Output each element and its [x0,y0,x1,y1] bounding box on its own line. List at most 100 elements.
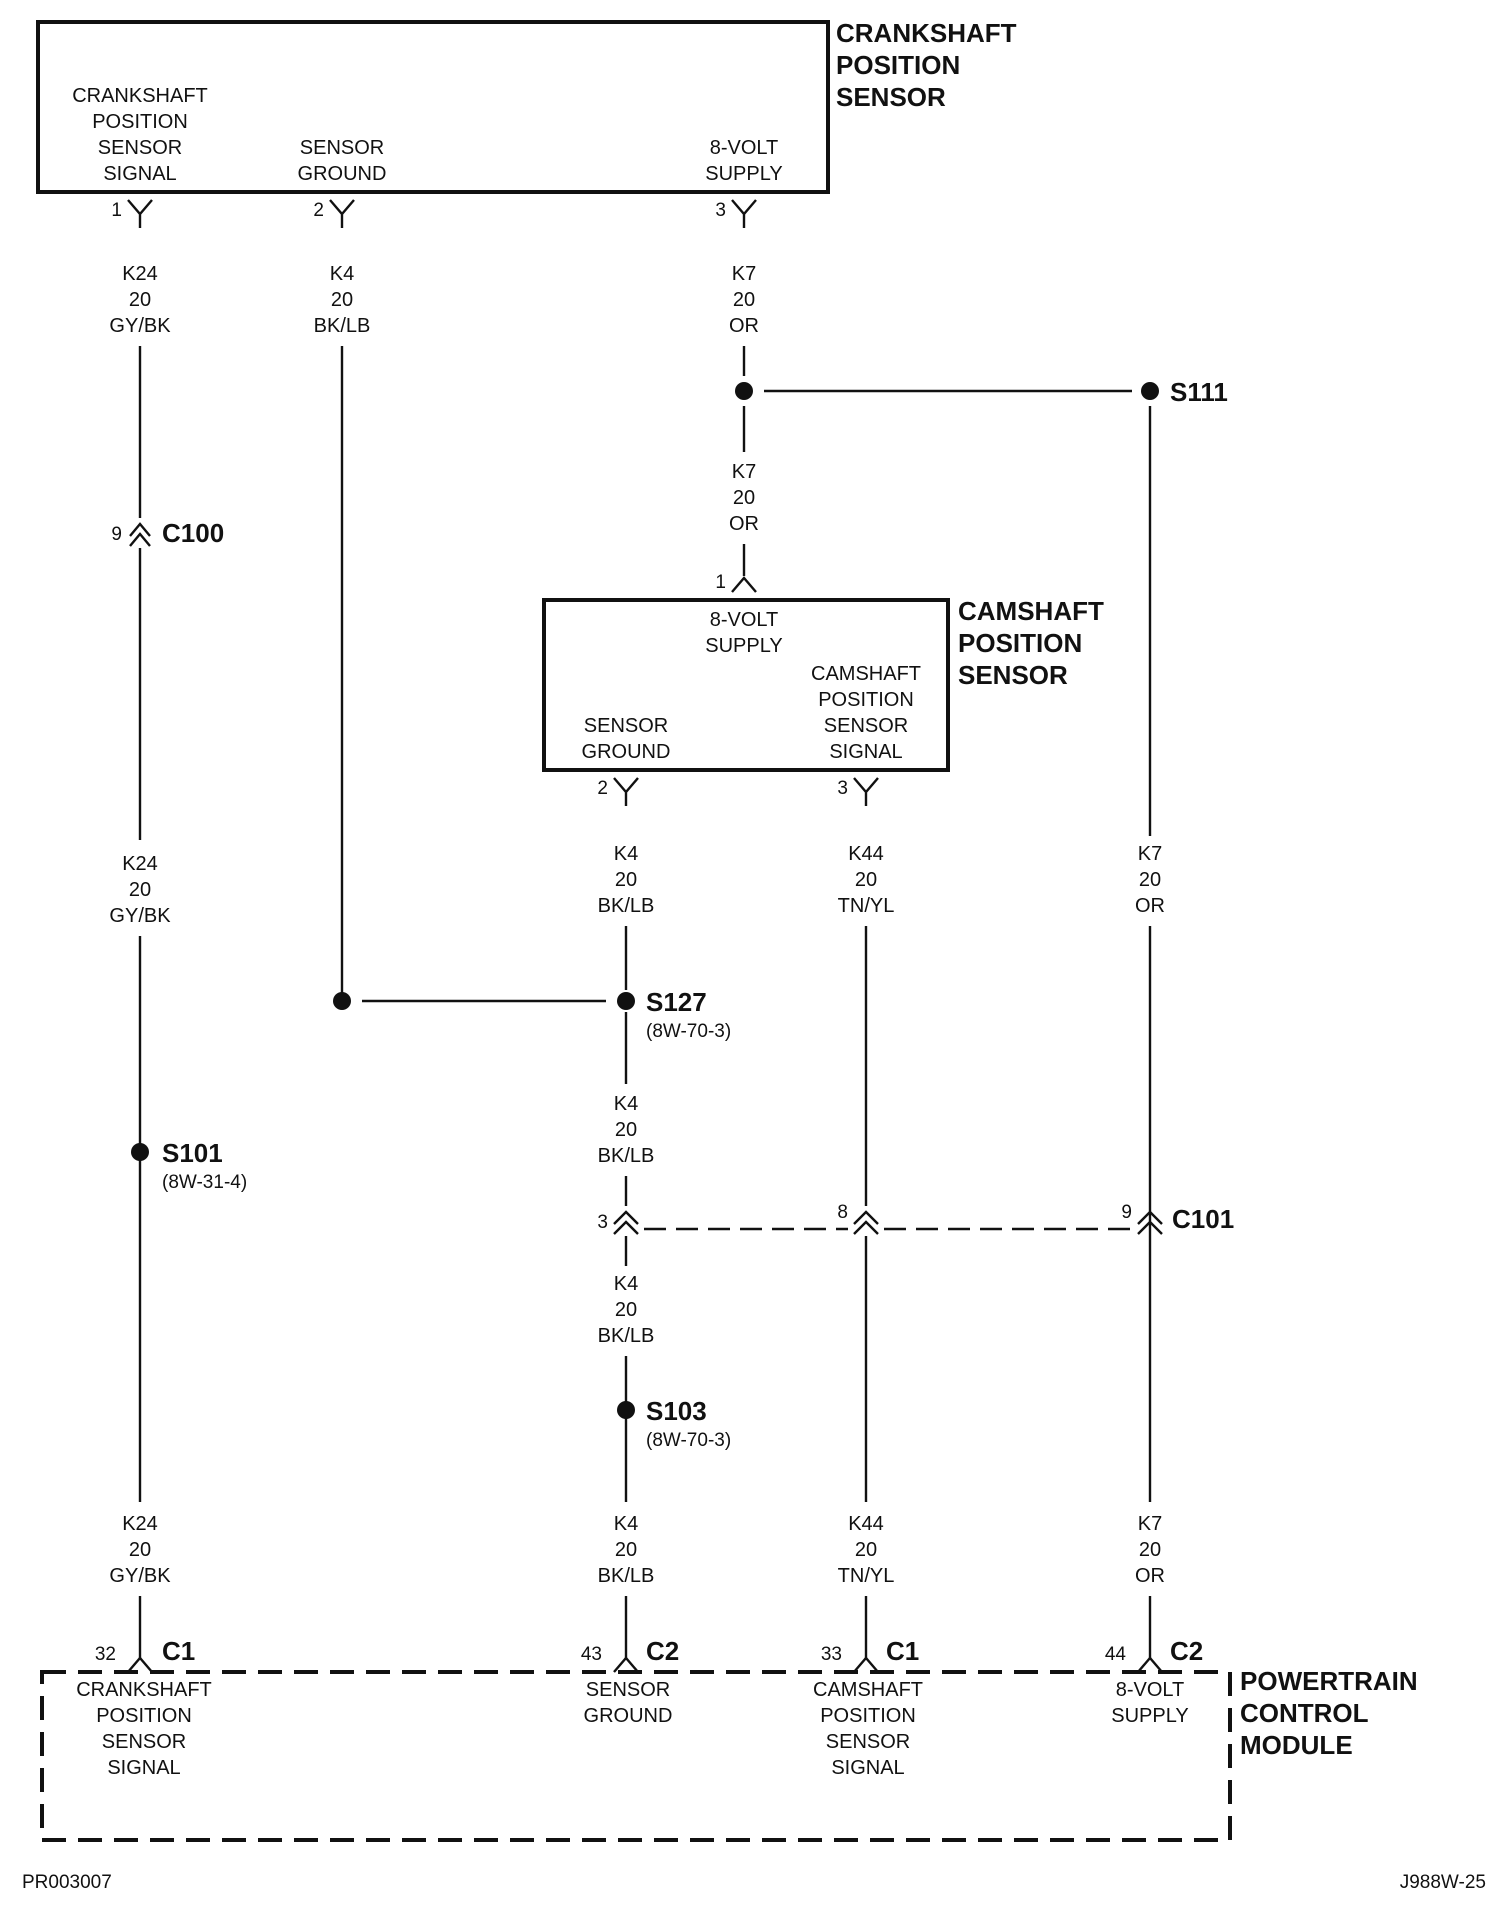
pcm-title-3: MODULE [1240,1730,1353,1760]
wire-label-line: 20 [129,879,151,901]
wire-label-line: BK/LB [598,1145,655,1167]
wire-label-k44-bottom: K44 20 TN/YL [838,1513,895,1587]
s127-ref: (8W-70-3) [646,1021,731,1042]
crank-pin2-label-1: SENSOR [300,137,384,159]
c101-pin9-connector [1137,1210,1163,1235]
crank-pin3-number: 3 [715,200,726,221]
wire-label-line: OR [1135,895,1165,917]
wire-label-k24-mid: K24 20 GY/BK [109,853,171,927]
cam-pin3-connector [853,777,879,806]
wire-label-line: 20 [855,869,877,891]
pcm-pin33-label-4: SIGNAL [831,1757,904,1779]
k7-junction-dot [735,382,753,400]
pcm-pin43-label-1: SENSOR [586,1679,670,1701]
cam-pin2-label-1: SENSOR [584,715,668,737]
cam-pin3-label-4: SIGNAL [829,741,902,763]
pcm-pin44-number: 44 [1105,1644,1127,1665]
c101-pin9-number: 9 [1121,1202,1132,1223]
crank-sensor-title-2: POSITION [836,50,960,80]
wire-label-line: 20 [855,1539,877,1561]
wire-label-line: K44 [848,1513,884,1535]
pcm-pin33-label-2: POSITION [820,1705,916,1727]
pcm-title-2: CONTROL [1240,1698,1369,1728]
cam-pin2-number: 2 [597,778,608,799]
crank-pin1-label-1: CRANKSHAFT [72,85,208,107]
crank-pin1-number: 1 [111,200,122,221]
cam-pin3-label-2: POSITION [818,689,914,711]
pcm-pin43-connector [613,1656,639,1673]
wire-label-line: K44 [848,843,884,865]
crank-pin1-label-4: SIGNAL [103,163,176,185]
pcm-pin43-number: 43 [581,1644,602,1665]
wire-label-line: 20 [331,289,353,311]
wire-label-line: K4 [330,263,354,285]
s101-label: S101 [162,1138,223,1168]
pcm-pin32-number: 32 [95,1644,116,1665]
pcm-pin44-label-1: 8-VOLT [1116,1679,1185,1701]
cam-sensor-box [542,598,950,772]
pcm-pin33-label-1: CAMSHAFT [813,1679,923,1701]
cam-sensor-title-1: CAMSHAFT [958,596,1104,626]
cam-pin1-connector [731,576,757,593]
wire-label-line: OR [1135,1565,1165,1587]
wire-label-line: 20 [733,487,755,509]
pcm-title-1: POWERTRAIN [1240,1666,1418,1696]
cam-pin3-number: 3 [837,778,848,799]
wire-label-line: 20 [1139,1539,1161,1561]
crank-pin2-connector [329,199,355,228]
crank-pin1-label-3: SENSOR [98,137,182,159]
cam-pin1-label-2: SUPPLY [705,635,782,657]
wire-label-k7-right: K7 20 OR [1135,843,1165,917]
s127-splice-dot [617,992,635,1010]
wire-label-line: 20 [615,1299,637,1321]
c101-pin3-number: 3 [597,1212,608,1233]
footer-right-code: J988W-25 [1400,1872,1486,1893]
s103-splice-dot [617,1401,635,1419]
wire-label-line: BK/LB [314,315,371,337]
crank-sensor-title-3: SENSOR [836,82,946,112]
footer-left-code: PR003007 [22,1872,112,1893]
wire-label-k4-bottom: K4 20 BK/LB [598,1513,655,1587]
wire-label-k4-cam: K4 20 BK/LB [598,843,655,917]
c100-pin-number: 9 [111,524,122,545]
s111-splice-dot [1141,382,1159,400]
s111-label: S111 [1170,377,1228,407]
pcm-pin32-label-2: POSITION [96,1705,192,1727]
wire-label-line: K4 [614,1513,638,1535]
s101-ref: (8W-31-4) [162,1172,247,1193]
s103-ref: (8W-70-3) [646,1430,731,1451]
c100-connector-symbol [129,522,151,547]
wire-label-k24-top: K24 20 GY/BK [109,263,171,337]
wire-label-k44-top: K44 20 TN/YL [838,843,895,917]
cam-pin2-label-2: GROUND [582,741,671,763]
wire-label-line: TN/YL [838,1565,895,1587]
wire-label-k7-top: K7 20 OR [729,263,759,337]
pcm-box [40,1670,1232,1842]
wire-label-line: K24 [122,853,158,875]
cam-pin1-label-1: 8-VOLT [710,609,779,631]
wire-label-line: 20 [129,289,151,311]
wire-label-line: GY/BK [109,315,171,337]
crank-pin1-label-2: POSITION [92,111,188,133]
crank-pin2-number: 2 [313,200,324,221]
wire-label-line: K24 [122,263,158,285]
wire-label-line: 20 [615,1539,637,1561]
wire-label-line: BK/LB [598,1325,655,1347]
pcm-pin43-connector-name: C2 [646,1636,679,1666]
crank-pin3-label-1: 8-VOLT [710,137,779,159]
wire-label-k24-bottom: K24 20 GY/BK [109,1513,171,1587]
crank-pin3-label-2: SUPPLY [705,163,782,185]
c101-pin8-connector [853,1210,879,1235]
wire-label-line: TN/YL [838,895,895,917]
c100-label: C100 [162,518,224,548]
wire-label-k4-lower: K4 20 BK/LB [598,1273,655,1347]
crank-pin2-label-2: GROUND [298,163,387,185]
wire-label-line: BK/LB [598,1565,655,1587]
wire-label-line: K7 [1138,843,1162,865]
wire-label-line: K4 [614,1093,638,1115]
cam-pin3-label-1: CAMSHAFT [811,663,921,685]
wire-label-line: 20 [1139,869,1161,891]
s101-splice-dot [131,1143,149,1161]
wire-label-line: K7 [1138,1513,1162,1535]
cam-sensor-title-2: POSITION [958,628,1082,658]
